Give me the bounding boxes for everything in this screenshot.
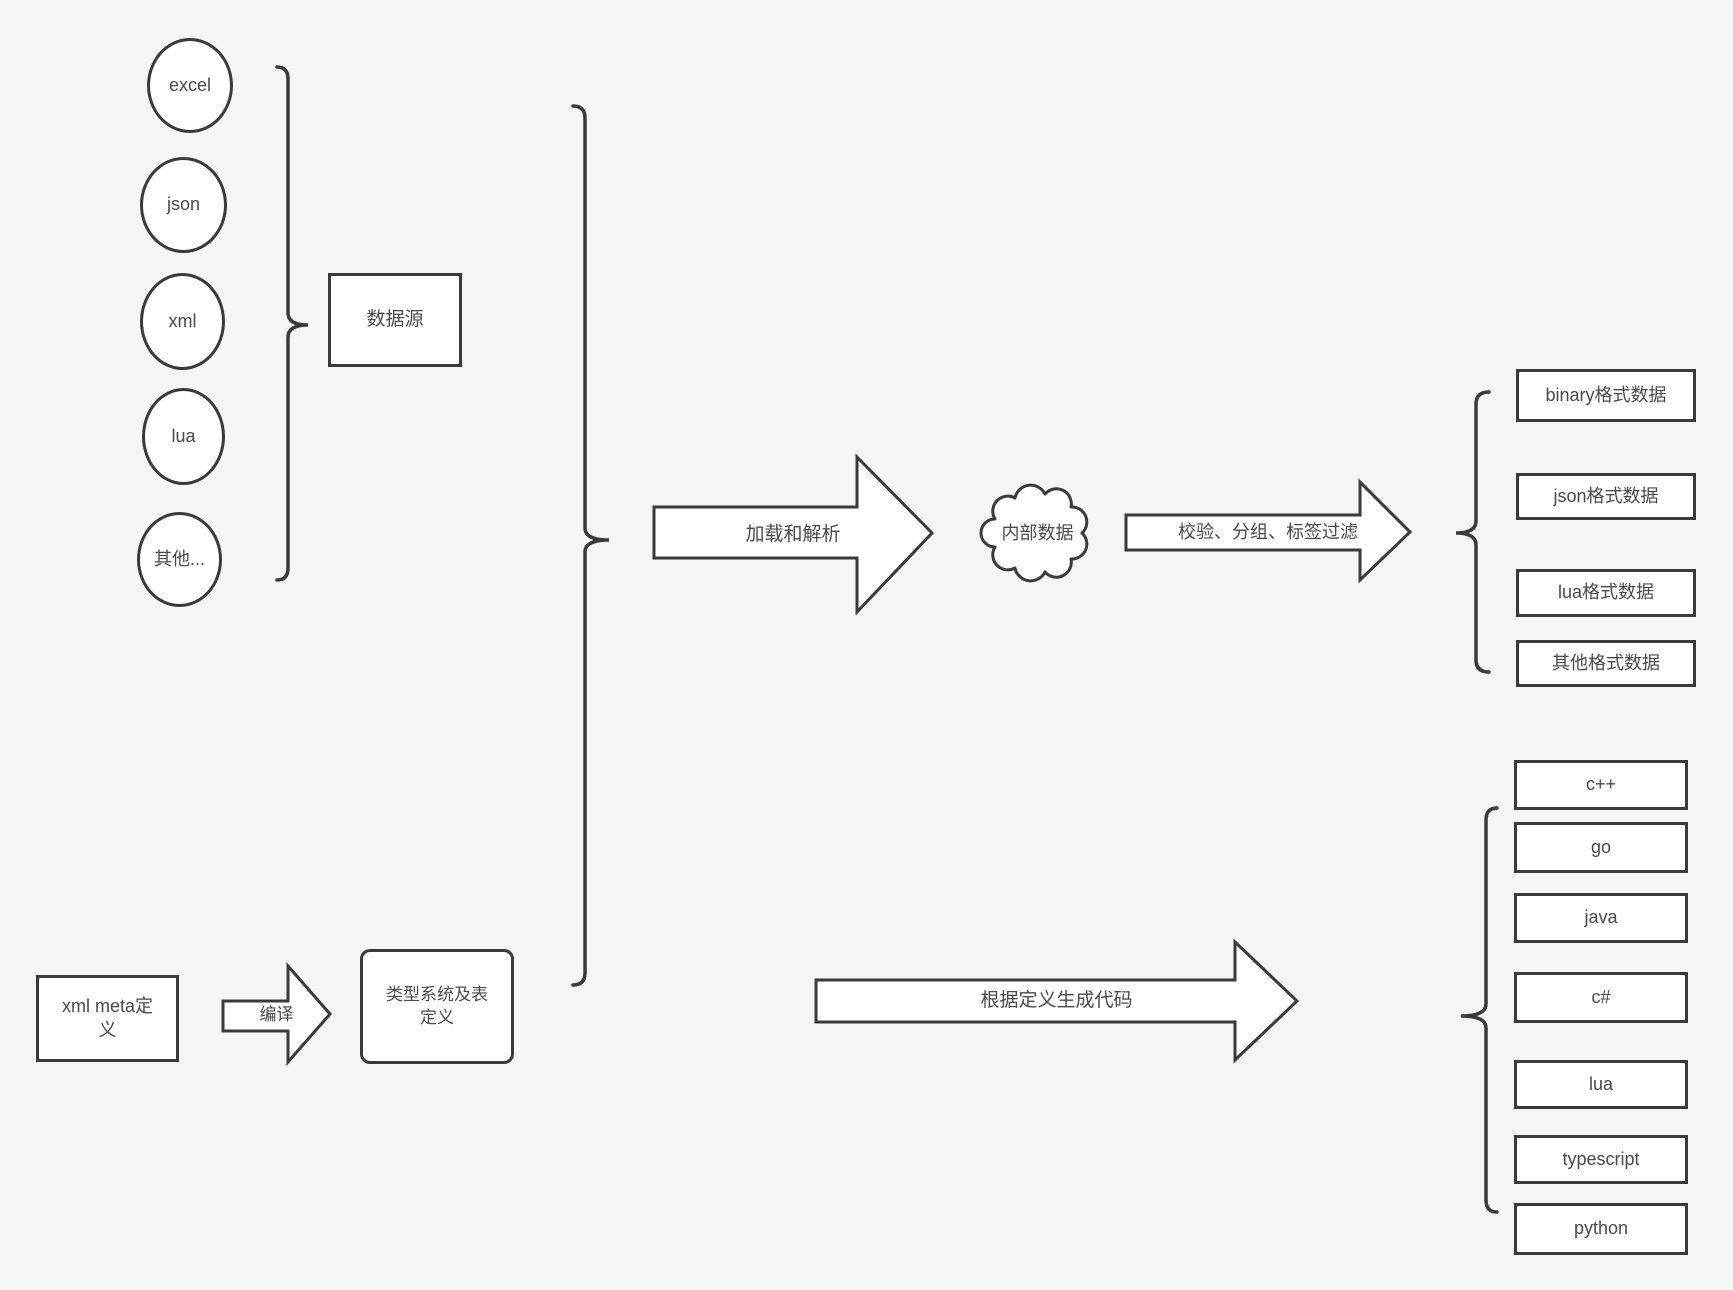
format-box-binary-label: binary格式数据 bbox=[1545, 384, 1667, 405]
language-box-typescript: typescript bbox=[1514, 1135, 1688, 1184]
language-box-go-label: go bbox=[1590, 836, 1612, 857]
source-node-excel: excel bbox=[147, 38, 233, 133]
datasource-box: 数据源 bbox=[328, 273, 462, 367]
source-node-excel-label: excel bbox=[168, 74, 212, 95]
language-box-java-label: java bbox=[1584, 907, 1618, 928]
format-box-json-label: json格式数据 bbox=[1553, 485, 1659, 506]
source-node-json-label: json bbox=[166, 194, 201, 215]
language-box-lua-label: lua bbox=[1588, 1073, 1614, 1094]
compile-arrow bbox=[221, 962, 332, 1066]
formats-brace bbox=[1455, 390, 1491, 674]
format-box-lua-label: lua格式数据 bbox=[1557, 582, 1655, 603]
languages-brace bbox=[1460, 806, 1499, 1214]
language-box-python-label: python bbox=[1573, 1218, 1629, 1239]
format-box-binary: binary格式数据 bbox=[1516, 369, 1696, 422]
format-box-json: json格式数据 bbox=[1516, 473, 1696, 520]
meta-definition-label: xml meta定义 bbox=[61, 996, 153, 1040]
language-box-go: go bbox=[1514, 822, 1688, 873]
meta-definition-box: xml meta定义 bbox=[36, 975, 179, 1062]
language-box-typescript-label: typescript bbox=[1562, 1148, 1640, 1169]
source-node-other-label: 其他... bbox=[153, 548, 205, 569]
format-box-other: 其他格式数据 bbox=[1516, 640, 1696, 687]
source-node-lua: lua bbox=[142, 388, 225, 485]
generate-code-arrow bbox=[814, 938, 1300, 1064]
sources-brace bbox=[275, 65, 309, 582]
internal-data-cloud bbox=[979, 483, 1089, 583]
source-node-json: json bbox=[140, 157, 227, 253]
format-box-other-label: 其他格式数据 bbox=[1552, 652, 1660, 673]
source-node-xml: xml bbox=[140, 273, 225, 370]
format-box-lua: lua格式数据 bbox=[1516, 569, 1696, 617]
language-box-lua: lua bbox=[1514, 1060, 1688, 1109]
language-box-java: java bbox=[1514, 893, 1688, 943]
filter-arrow bbox=[1124, 478, 1413, 584]
source-node-other: 其他... bbox=[137, 512, 222, 607]
typesystem-box: 类型系统及表定义 bbox=[360, 949, 514, 1064]
typesystem-label: 类型系统及表定义 bbox=[386, 985, 488, 1027]
language-box-cpp: c++ bbox=[1514, 760, 1688, 810]
language-box-csharp-label: c# bbox=[1591, 986, 1611, 1007]
load-parse-arrow bbox=[652, 453, 935, 616]
datasource-box-label: 数据源 bbox=[366, 308, 424, 330]
pipeline-brace bbox=[571, 104, 610, 987]
language-box-cpp-label: c++ bbox=[1585, 774, 1617, 795]
language-box-python: python bbox=[1514, 1203, 1688, 1255]
source-node-xml-label: xml bbox=[168, 310, 197, 331]
source-node-lua-label: lua bbox=[171, 425, 196, 446]
language-box-csharp: c# bbox=[1514, 972, 1688, 1023]
